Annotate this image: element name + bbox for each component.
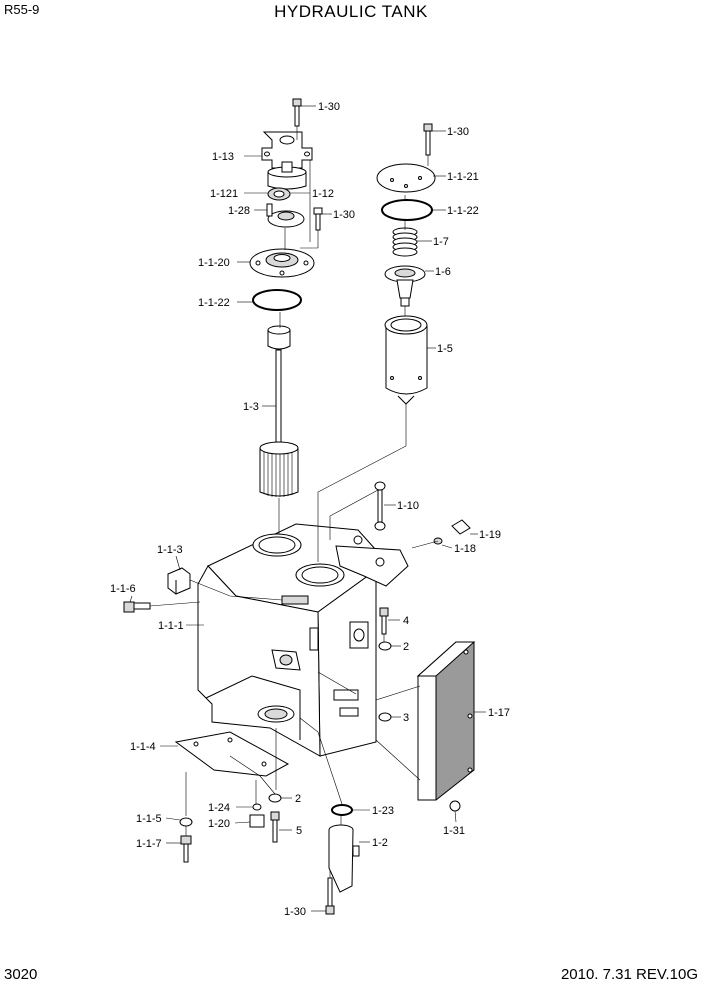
filter-case-1-5	[384, 315, 428, 405]
bolt-5	[270, 811, 280, 843]
label-1-1-4: 1-1-4	[130, 741, 156, 753]
label-1-121: 1-121	[210, 188, 238, 200]
label-1-6: 1-6	[435, 266, 451, 278]
o-ring-1-1-22-right	[381, 199, 433, 221]
label-1-1-1: 1-1-1	[158, 620, 184, 632]
tank-body-1-1-1	[197, 523, 409, 757]
label-1-1-5: 1-1-5	[136, 813, 162, 825]
label-3: 3	[403, 712, 409, 724]
label-1-17: 1-17	[488, 707, 510, 719]
plug-1-20	[249, 814, 265, 828]
strainer-element	[259, 441, 299, 497]
spring-1-7	[392, 227, 418, 257]
label-1-1-22-b: 1-1-22	[198, 297, 230, 309]
label-5: 5	[296, 825, 302, 837]
bolt-1-30-bottom	[325, 877, 335, 915]
page-title: HYDRAULIC TANK	[274, 2, 428, 21]
rod-1-10	[374, 481, 386, 531]
label-1-12: 1-12	[312, 188, 334, 200]
label-1-30-c: 1-30	[333, 209, 355, 221]
label-2-a: 2	[403, 641, 409, 653]
hex-nut	[267, 325, 291, 350]
label-1-10: 1-10	[397, 500, 419, 512]
assembly-lines	[149, 126, 439, 878]
plate-1-1-4	[174, 731, 290, 777]
label-1-30-d: 1-30	[284, 906, 306, 918]
model-code: R55-9	[4, 2, 40, 17]
bolt-4	[379, 607, 389, 635]
label-1-30-a: 1-30	[318, 101, 340, 113]
leader-lines	[129, 105, 486, 912]
cap-part	[267, 161, 307, 190]
label-1-7: 1-7	[433, 236, 449, 248]
label-1-1-22-a: 1-1-22	[447, 205, 479, 217]
washer-3	[378, 712, 392, 722]
label-1-1-7: 1-1-7	[136, 838, 162, 850]
o-ring-1-23	[331, 804, 353, 816]
pipe-1-2	[328, 824, 360, 893]
ring-1-121	[267, 187, 291, 201]
label-1-23: 1-23	[372, 805, 394, 817]
label-1-31: 1-31	[443, 825, 465, 837]
label-1-20: 1-20	[208, 818, 230, 830]
washer-1-1-5	[179, 817, 193, 827]
label-1-1-21: 1-1-21	[447, 171, 479, 183]
rod-1-3	[275, 349, 282, 445]
label-1-2: 1-2	[372, 837, 388, 849]
breather-1-19	[433, 519, 471, 545]
bolt-1-1-6	[123, 601, 151, 613]
bolt-1-30-right	[423, 123, 433, 156]
label-1-30-b: 1-30	[447, 126, 469, 138]
bracket-1-1-3	[167, 567, 191, 595]
bolt-1-1-7	[180, 835, 192, 863]
valve-1-6	[384, 265, 426, 307]
label-1-13: 1-13	[212, 151, 234, 163]
label-1-5: 1-5	[437, 343, 453, 355]
label-1-1-3: 1-1-3	[157, 544, 183, 556]
label-1-19: 1-19	[479, 529, 501, 541]
label-1-18: 1-18	[454, 543, 476, 555]
page-number: 3020	[4, 966, 38, 983]
plug-1-31	[449, 800, 461, 812]
washer-2-lower	[268, 793, 282, 803]
panel-1-17	[416, 641, 476, 801]
o-ring-1-1-22-left	[252, 289, 302, 311]
bolt-1-30-top	[292, 98, 302, 127]
label-1-3: 1-3	[243, 401, 259, 413]
label-4: 4	[403, 615, 409, 627]
washer-2-upper	[378, 641, 392, 651]
label-2-b: 2	[295, 793, 301, 805]
label-1-24: 1-24	[208, 802, 230, 814]
label-1-1-20: 1-1-20	[198, 257, 230, 269]
flange-1-1-20	[249, 248, 315, 278]
part-labels: 1-30 1-30 1-13 1-1-21 1-121 1-12 1-28 1-…	[110, 101, 510, 918]
o-ring-1-24	[252, 803, 262, 811]
label-1-28: 1-28	[228, 205, 250, 217]
revision-date: 2010. 7.31 REV.10G	[560, 966, 698, 983]
cover-1-1-21	[376, 163, 436, 193]
small-plate	[266, 203, 323, 231]
label-1-1-6: 1-1-6	[110, 583, 136, 595]
